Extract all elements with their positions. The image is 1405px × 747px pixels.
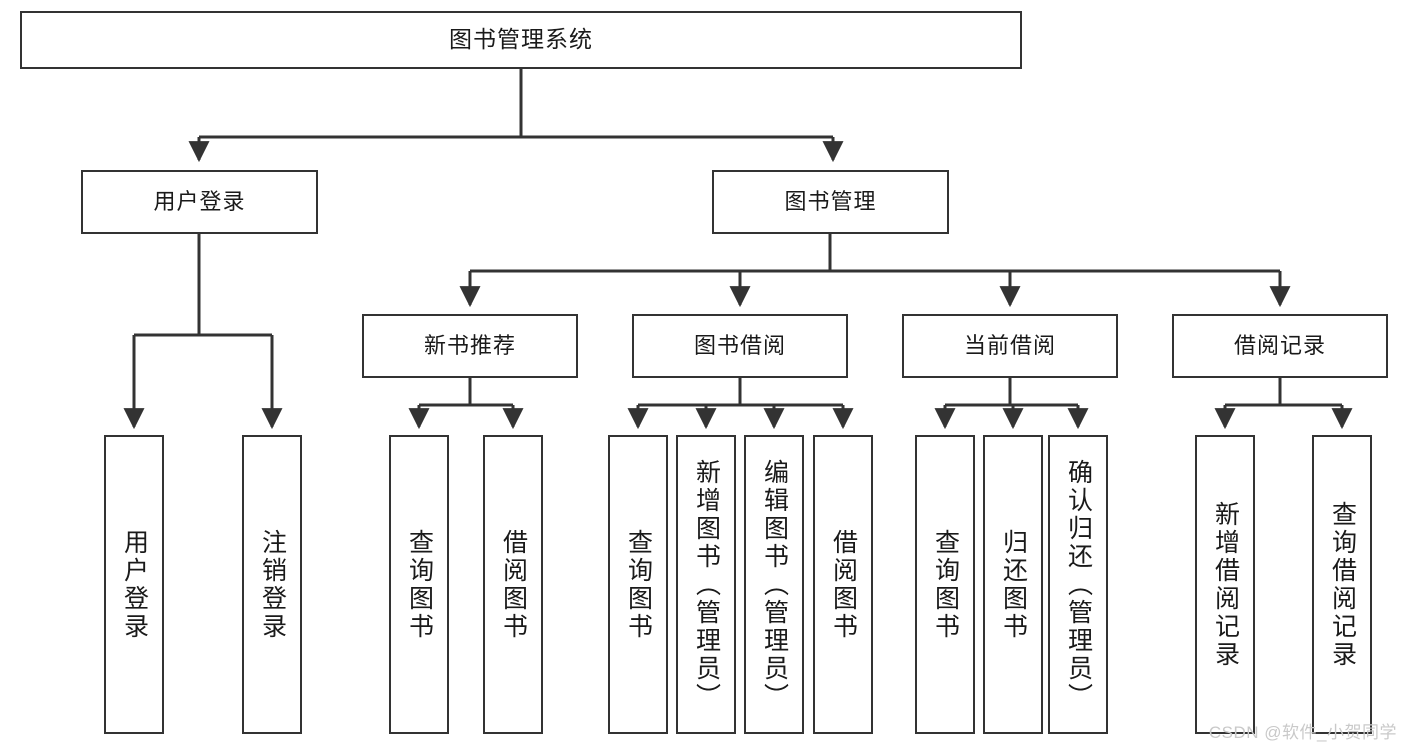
node-leaf-return-book[interactable]: 归还图书 <box>983 435 1043 734</box>
node-leaf-confirm-return-admin-label: 确认归还（管理员） <box>1064 458 1093 711</box>
node-leaf-query-borrow-record[interactable]: 查询借阅记录 <box>1312 435 1372 734</box>
node-current-borrow[interactable]: 当前借阅 <box>902 314 1118 378</box>
csdn-watermark: CSDN @软件_小贺同学 <box>1208 723 1397 742</box>
node-leaf-add-borrow-record[interactable]: 新增借阅记录 <box>1195 435 1255 734</box>
node-user-login-label: 用户登录 <box>153 189 246 215</box>
node-leaf-add-book-admin-label: 新增图书（管理员） <box>692 458 721 711</box>
node-leaf-user-login[interactable]: 用户登录 <box>104 435 164 734</box>
node-leaf-borrow-book-1-label: 借阅图书 <box>499 528 528 641</box>
node-root[interactable]: 图书管理系统 <box>20 11 1022 69</box>
node-leaf-query-book-1-label: 查询图书 <box>405 528 434 641</box>
node-leaf-borrow-book-2[interactable]: 借阅图书 <box>813 435 873 734</box>
node-book-borrow[interactable]: 图书借阅 <box>632 314 848 378</box>
node-current-borrow-label: 当前借阅 <box>963 333 1056 359</box>
node-borrow-records-label: 借阅记录 <box>1233 333 1326 359</box>
node-leaf-borrow-book-1[interactable]: 借阅图书 <box>483 435 543 734</box>
node-leaf-return-book-label: 归还图书 <box>999 528 1028 641</box>
node-leaf-edit-book-admin-label: 编辑图书（管理员） <box>760 458 789 711</box>
node-new-book-recommend[interactable]: 新书推荐 <box>362 314 578 378</box>
node-leaf-query-book-3-label: 查询图书 <box>931 528 960 641</box>
node-leaf-query-borrow-record-label: 查询借阅记录 <box>1328 500 1357 669</box>
node-leaf-confirm-return-admin[interactable]: 确认归还（管理员） <box>1048 435 1108 734</box>
node-leaf-add-book-admin[interactable]: 新增图书（管理员） <box>676 435 736 734</box>
node-leaf-add-borrow-record-label: 新增借阅记录 <box>1211 500 1240 669</box>
node-book-management-label: 图书管理 <box>784 189 877 215</box>
node-leaf-user-login-label: 用户登录 <box>120 528 149 641</box>
node-leaf-edit-book-admin[interactable]: 编辑图书（管理员） <box>744 435 804 734</box>
node-new-book-recommend-label: 新书推荐 <box>423 333 516 359</box>
node-book-borrow-label: 图书借阅 <box>693 333 786 359</box>
node-user-login[interactable]: 用户登录 <box>81 170 318 234</box>
node-leaf-borrow-book-2-label: 借阅图书 <box>829 528 858 641</box>
node-leaf-query-book-3[interactable]: 查询图书 <box>915 435 975 734</box>
node-leaf-query-book-1[interactable]: 查询图书 <box>389 435 449 734</box>
node-leaf-query-book-2-label: 查询图书 <box>624 528 653 641</box>
node-book-management[interactable]: 图书管理 <box>712 170 949 234</box>
node-root-label: 图书管理系统 <box>449 26 593 53</box>
node-leaf-logout[interactable]: 注销登录 <box>242 435 302 734</box>
node-leaf-logout-label: 注销登录 <box>258 528 287 641</box>
node-leaf-query-book-2[interactable]: 查询图书 <box>608 435 668 734</box>
node-borrow-records[interactable]: 借阅记录 <box>1172 314 1388 378</box>
